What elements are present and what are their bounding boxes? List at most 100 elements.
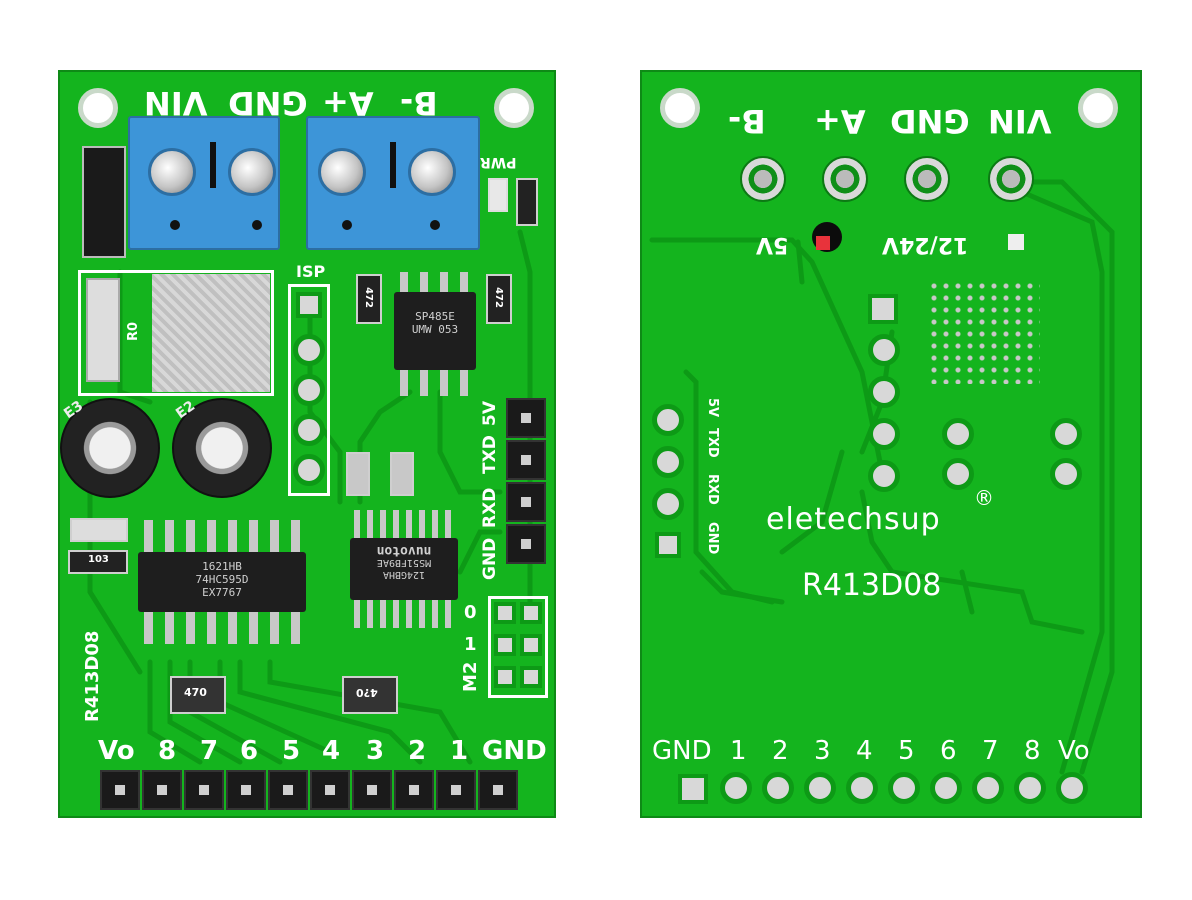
resistor-label-103: 103: [88, 554, 109, 565]
voltage-label-5v: 5V: [756, 232, 789, 257]
mode-pad[interactable]: [494, 602, 516, 624]
output-pin-7[interactable]: [184, 770, 224, 810]
back-serial-pad-gnd[interactable]: [655, 532, 681, 558]
back-terminal-pad-b-minus[interactable]: [740, 156, 786, 202]
voltage-select-pad-5v[interactable]: [816, 236, 830, 250]
back-isp-pad-4[interactable]: [868, 418, 900, 450]
output-pin-1[interactable]: [436, 770, 476, 810]
resistor-label-472-right: 472: [492, 287, 504, 308]
shift-register-chip: 1621HB 74HC595D EX7767: [138, 552, 306, 612]
back-crystal-pad[interactable]: [1050, 458, 1082, 490]
back-output-pad-8[interactable]: [1014, 772, 1046, 804]
output-label-8: 8: [158, 736, 177, 766]
back-output-pad-2[interactable]: [762, 772, 794, 804]
back-crystal-pad[interactable]: [1050, 418, 1082, 450]
terminal-screw-gnd[interactable]: [228, 148, 276, 196]
mode-pad[interactable]: [520, 602, 542, 624]
back-terminal-label-vin: VIN: [988, 102, 1052, 140]
terminal-wire-hole-4: [430, 220, 440, 230]
fuse-outline: [78, 270, 274, 396]
voltage-select-pad-12-24v[interactable]: [1008, 234, 1024, 250]
output-pin-vo[interactable]: [100, 770, 140, 810]
output-pin-2[interactable]: [394, 770, 434, 810]
back-output-pad-vo[interactable]: [1056, 772, 1088, 804]
serial-header-pin-txd[interactable]: [506, 440, 546, 480]
back-output-label-6: 6: [940, 736, 957, 766]
chip-pin: [420, 370, 428, 396]
output-pin-3[interactable]: [352, 770, 392, 810]
back-output-pad-7[interactable]: [972, 772, 1004, 804]
mode-pad[interactable]: [520, 634, 542, 656]
terminal-screw-b-minus[interactable]: [408, 148, 456, 196]
output-label-5: 5: [282, 736, 301, 766]
back-output-label-gnd: GND: [652, 736, 712, 766]
resistor-label-array-right: 4?0: [356, 686, 378, 699]
back-terminal-label-b-minus: B-: [728, 102, 766, 140]
back-terminal-pad-gnd[interactable]: [904, 156, 950, 202]
back-isp-pad-5[interactable]: [868, 460, 900, 492]
back-traces: [649, 179, 1115, 775]
chip-pin: [400, 370, 408, 396]
isp-header-outline: [288, 284, 330, 496]
output-label-vo: Vo: [98, 736, 135, 766]
back-serial-labels: 5V TXD RXD GND: [702, 398, 722, 578]
registered-mark: ®: [974, 486, 994, 510]
isp-pad-2[interactable]: [293, 334, 325, 366]
output-pin-8[interactable]: [142, 770, 182, 810]
back-output-label-4: 4: [856, 736, 873, 766]
resistor-array-470: [170, 676, 226, 714]
back-output-label-5: 5: [898, 736, 915, 766]
isp-pad-1[interactable]: [296, 292, 322, 318]
back-serial-label-5v: 5V: [705, 398, 720, 418]
back-output-pad-3[interactable]: [804, 772, 836, 804]
resistor-label-r0: R0: [126, 321, 142, 342]
chip-pin: [400, 272, 408, 292]
mode-pad[interactable]: [494, 666, 516, 688]
resistor-pwr: [516, 178, 538, 226]
serial-header-pin-rxd[interactable]: [506, 482, 546, 522]
serial-header-pin-5v[interactable]: [506, 398, 546, 438]
back-serial-pad-5v[interactable]: [652, 404, 684, 436]
back-output-pad-1[interactable]: [720, 772, 752, 804]
back-terminal-pad-a-plus[interactable]: [822, 156, 868, 202]
back-crystal-pad[interactable]: [942, 418, 974, 450]
output-label-7: 7: [200, 736, 219, 766]
back-serial-pad-txd[interactable]: [652, 446, 684, 478]
back-isp-pad-2[interactable]: [868, 334, 900, 366]
resistor-label-470: 470: [184, 686, 207, 699]
isp-pad-4[interactable]: [293, 414, 325, 446]
back-terminal-label-gnd: GND: [890, 102, 970, 140]
back-output-pad-5[interactable]: [888, 772, 920, 804]
back-terminal-pad-vin[interactable]: [988, 156, 1034, 202]
output-pin-gnd[interactable]: [478, 770, 518, 810]
pcb-front: VIN GND A+ B- PWR R0 ISP 472 472 SP485E …: [58, 70, 556, 818]
terminal-screw-vin[interactable]: [148, 148, 196, 196]
back-isp-pad-3[interactable]: [868, 376, 900, 408]
mcu-chip-pins-top: [354, 510, 458, 538]
output-pin-5[interactable]: [268, 770, 308, 810]
mode-pad[interactable]: [494, 634, 516, 656]
mode-label-0: 0: [464, 602, 477, 623]
brand-logo-text: eletechsup: [766, 502, 941, 537]
back-serial-pad-rxd[interactable]: [652, 488, 684, 520]
back-serial-label-gnd: GND: [705, 522, 720, 555]
pcb-back: B- A+ GND VIN 5V 12/24V 5V TXD RXD GND e…: [640, 70, 1142, 818]
output-label-4: 4: [322, 736, 341, 766]
shift-chip-line-3: EX7767: [202, 586, 242, 599]
back-output-pad-6[interactable]: [930, 772, 962, 804]
terminal-screw-a-plus[interactable]: [318, 148, 366, 196]
mode-label-m2: M2: [460, 661, 481, 692]
isp-pad-3[interactable]: [293, 374, 325, 406]
back-crystal-pad[interactable]: [942, 458, 974, 490]
mode-pad[interactable]: [520, 666, 542, 688]
isp-pad-5[interactable]: [293, 454, 325, 486]
terminal-divider: [390, 142, 396, 188]
output-pin-6[interactable]: [226, 770, 266, 810]
serial-header-pin-gnd[interactable]: [506, 524, 546, 564]
output-pin-4[interactable]: [310, 770, 350, 810]
rs485-chip-line-1: SP485E: [415, 310, 455, 323]
back-output-pad-4[interactable]: [846, 772, 878, 804]
back-output-pad-gnd[interactable]: [678, 774, 708, 804]
back-isp-pad-1[interactable]: [868, 294, 898, 324]
resistor-r0: [86, 278, 120, 382]
